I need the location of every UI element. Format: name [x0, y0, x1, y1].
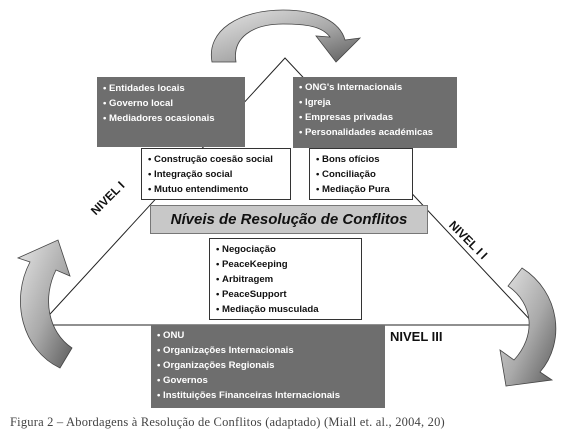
top-cycle-arrow	[210, 9, 362, 63]
list-item: Organizações Internacionais	[157, 343, 379, 358]
right-cycle-arrow	[499, 267, 557, 387]
list-item: ONG's Internacionais	[299, 80, 451, 95]
intervention-approaches-box: Negociação PeaceKeeping Arbitragem Peace…	[209, 238, 362, 320]
list-item: Governos	[157, 373, 379, 388]
list-item: Mediação musculada	[216, 302, 355, 317]
level-three-label: NIVEL III	[390, 329, 443, 344]
list-item: Negociação	[216, 242, 355, 257]
list-item: ONU	[157, 328, 379, 343]
list-item: PeaceSupport	[216, 287, 355, 302]
list-item: Arbitragem	[216, 272, 355, 287]
figure-caption: Figura 2 – Abordagens à Resolução de Con…	[10, 415, 445, 429]
mediation-approaches-box: Bons ofícios Conciliação Mediação Pura	[309, 148, 413, 200]
local-actors-box: Entidades locais Governo local Mediadore…	[97, 77, 245, 147]
list-item: Construção coesão social	[148, 152, 284, 167]
list-item: PeaceKeeping	[216, 257, 355, 272]
diagram-title: Níveis de Resolução de Conflitos	[150, 205, 428, 234]
list-item: Mediação Pura	[316, 182, 406, 197]
list-item: Conciliação	[316, 167, 406, 182]
list-item: Integração social	[148, 167, 284, 182]
social-approaches-box: Construção coesão social Integração soci…	[141, 148, 291, 200]
list-item: Mediadores ocasionais	[103, 111, 239, 126]
list-item: Mutuo entendimento	[148, 182, 284, 197]
list-item: Instituições Financeiras Internacionais	[157, 388, 379, 403]
list-item: Entidades locais	[103, 81, 239, 96]
list-item: Organizações Regionais	[157, 358, 379, 373]
left-cycle-arrow	[16, 239, 73, 369]
list-item: Igreja	[299, 95, 451, 110]
list-item: Empresas privadas	[299, 110, 451, 125]
triangle-outline	[39, 57, 536, 326]
list-item: Personalidades académicas	[299, 125, 451, 140]
list-item: Governo local	[103, 96, 239, 111]
list-item: Bons ofícios	[316, 152, 406, 167]
global-actors-box: ONU Organizações Internacionais Organiza…	[151, 325, 385, 408]
international-actors-box: ONG's Internacionais Igreja Empresas pri…	[293, 77, 457, 148]
